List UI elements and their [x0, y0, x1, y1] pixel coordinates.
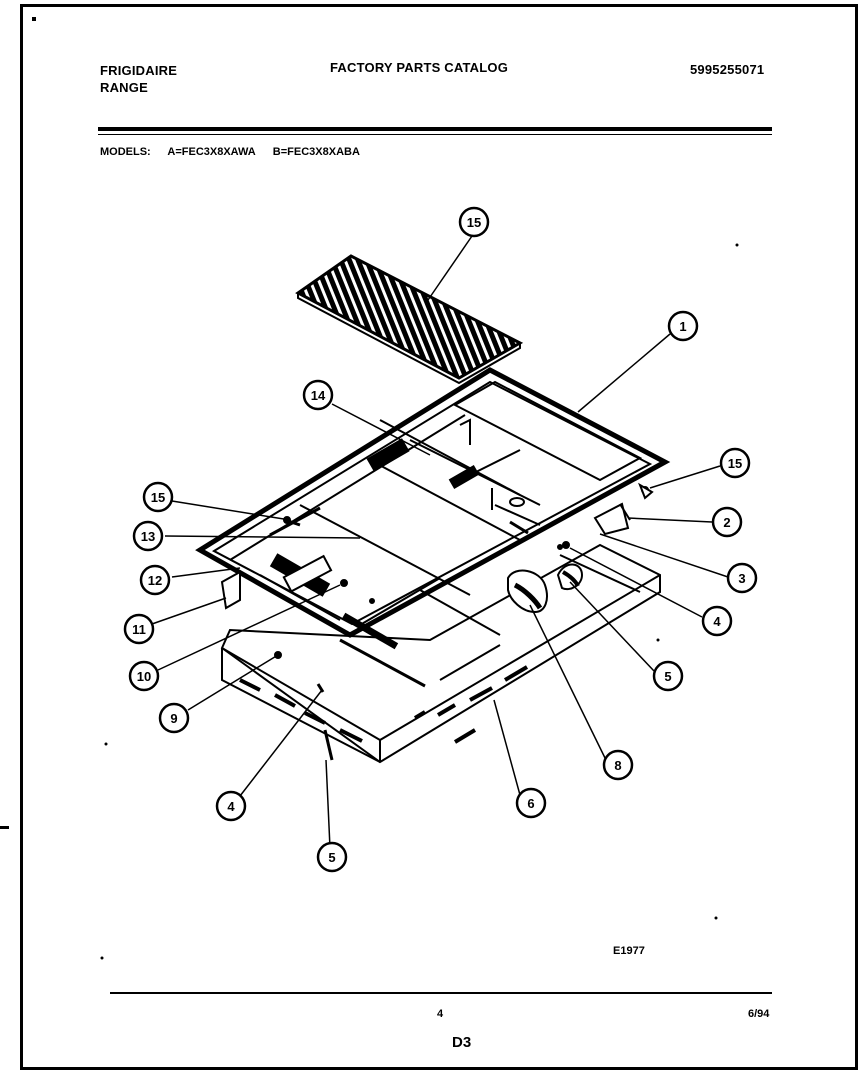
- page-border: [20, 4, 858, 1070]
- product-type: RANGE: [100, 80, 148, 95]
- header-rule-thin: [98, 134, 772, 135]
- svg-text:15: 15: [728, 456, 742, 471]
- diagram-code: E1977: [613, 945, 645, 957]
- callout-15-right: 15: [719, 447, 751, 479]
- svg-text:4: 4: [713, 614, 721, 629]
- svg-text:15: 15: [467, 215, 481, 230]
- svg-text:6: 6: [527, 796, 534, 811]
- callout-10: 11: [123, 613, 155, 645]
- callout-14: 15: [458, 206, 490, 238]
- scan-speck: [104, 742, 108, 746]
- brand-block: FRIGIDAIRE RANGE: [100, 62, 177, 96]
- model-b: B=FEC3X8XABA: [272, 146, 360, 158]
- svg-text:9: 9: [170, 711, 177, 726]
- svg-text:8: 8: [614, 758, 621, 773]
- callout-4-left: 4: [215, 790, 247, 822]
- scan-speck: [656, 638, 660, 642]
- section-code: D3: [452, 1034, 472, 1051]
- svg-text:5: 5: [328, 850, 335, 865]
- callout-11: 12: [139, 564, 171, 596]
- callout-bubbles: 15 1 14 15 15 2 13 3 12 4 11 10 5 9 8 4 …: [123, 206, 758, 873]
- header-rule: [98, 127, 772, 131]
- callout-9: 10: [128, 660, 160, 692]
- callout-1: 1: [667, 310, 699, 342]
- svg-text:5: 5: [664, 669, 671, 684]
- callout-5-right: 5: [652, 660, 684, 692]
- svg-text:12: 12: [148, 573, 162, 588]
- valve-assemblies: [274, 482, 654, 761]
- callout-leaders: [151, 235, 729, 849]
- callout-3: 3: [726, 562, 758, 594]
- svg-text:1: 1: [679, 319, 686, 334]
- svg-text:13: 13: [141, 529, 155, 544]
- burner-box-housing: [220, 543, 661, 764]
- cooktop-frame-part-1: [195, 367, 671, 650]
- svg-text:15: 15: [151, 490, 165, 505]
- callout-15-left: 15: [142, 481, 174, 513]
- catalog-part-number: 5995255071: [690, 62, 765, 77]
- callout-5-left: 5: [316, 841, 348, 873]
- callout-6: 6: [515, 787, 547, 819]
- svg-text:11: 11: [132, 622, 146, 637]
- callout-13: 14: [302, 379, 334, 411]
- grille-part-14: [295, 254, 524, 385]
- scan-speck: [32, 17, 36, 21]
- scan-speck: [714, 916, 718, 920]
- callout-8: 9: [158, 702, 190, 734]
- scan-speck: [735, 243, 739, 247]
- svg-text:2: 2: [723, 515, 730, 530]
- callout-7: 8: [602, 749, 634, 781]
- callout-12: 13: [132, 520, 164, 552]
- models-label: MODELS:: [100, 146, 151, 158]
- scan-speck: [0, 826, 9, 829]
- svg-text:3: 3: [738, 571, 745, 586]
- brand-name: FRIGIDAIRE: [100, 63, 178, 78]
- callout-4-right: 4: [701, 605, 733, 637]
- catalog-title: FACTORY PARTS CATALOG: [330, 60, 509, 75]
- models-line: MODELS: A=FEC3X8XAWA B=FEC3X8XABA: [100, 146, 374, 158]
- model-a: A=FEC3X8XAWA: [167, 146, 256, 158]
- callout-2: 2: [711, 506, 743, 538]
- svg-text:4: 4: [227, 799, 235, 814]
- footer-rule: [110, 992, 772, 994]
- svg-text:10: 10: [137, 669, 151, 684]
- page-number: 4: [437, 1008, 444, 1020]
- svg-text:14: 14: [311, 388, 326, 403]
- scan-speck: [100, 956, 104, 960]
- mounting-brackets: [220, 502, 631, 610]
- print-date: 6/94: [748, 1008, 770, 1020]
